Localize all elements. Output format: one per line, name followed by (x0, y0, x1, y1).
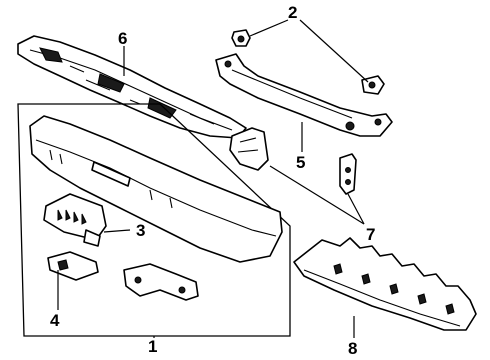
part-3-mount-bracket (43, 193, 107, 247)
part-4-retainer (47, 251, 99, 281)
callout-7: 7 (366, 225, 375, 244)
part-7-bracket-right (339, 153, 357, 195)
callout-4: 4 (50, 311, 60, 330)
part-8-deflector (293, 237, 477, 331)
part-5-tie-bar (215, 53, 393, 137)
part-7-bracket-left (229, 127, 269, 171)
callout-5: 5 (296, 153, 305, 172)
bumper-side-bracket (123, 263, 199, 301)
part-1-bumper-cover (29, 115, 283, 263)
part-2-clip-left (231, 29, 251, 47)
callout-6: 6 (118, 29, 127, 48)
part-2-clip-right (361, 75, 385, 95)
callout-3: 3 (136, 221, 145, 240)
assembly-box (17, 103, 291, 337)
callout-8: 8 (348, 339, 357, 358)
callout-2: 2 (288, 3, 297, 22)
callout-1: 1 (148, 337, 157, 356)
part-6-upper-panel (17, 35, 247, 139)
leader-lines (57, 19, 369, 338)
